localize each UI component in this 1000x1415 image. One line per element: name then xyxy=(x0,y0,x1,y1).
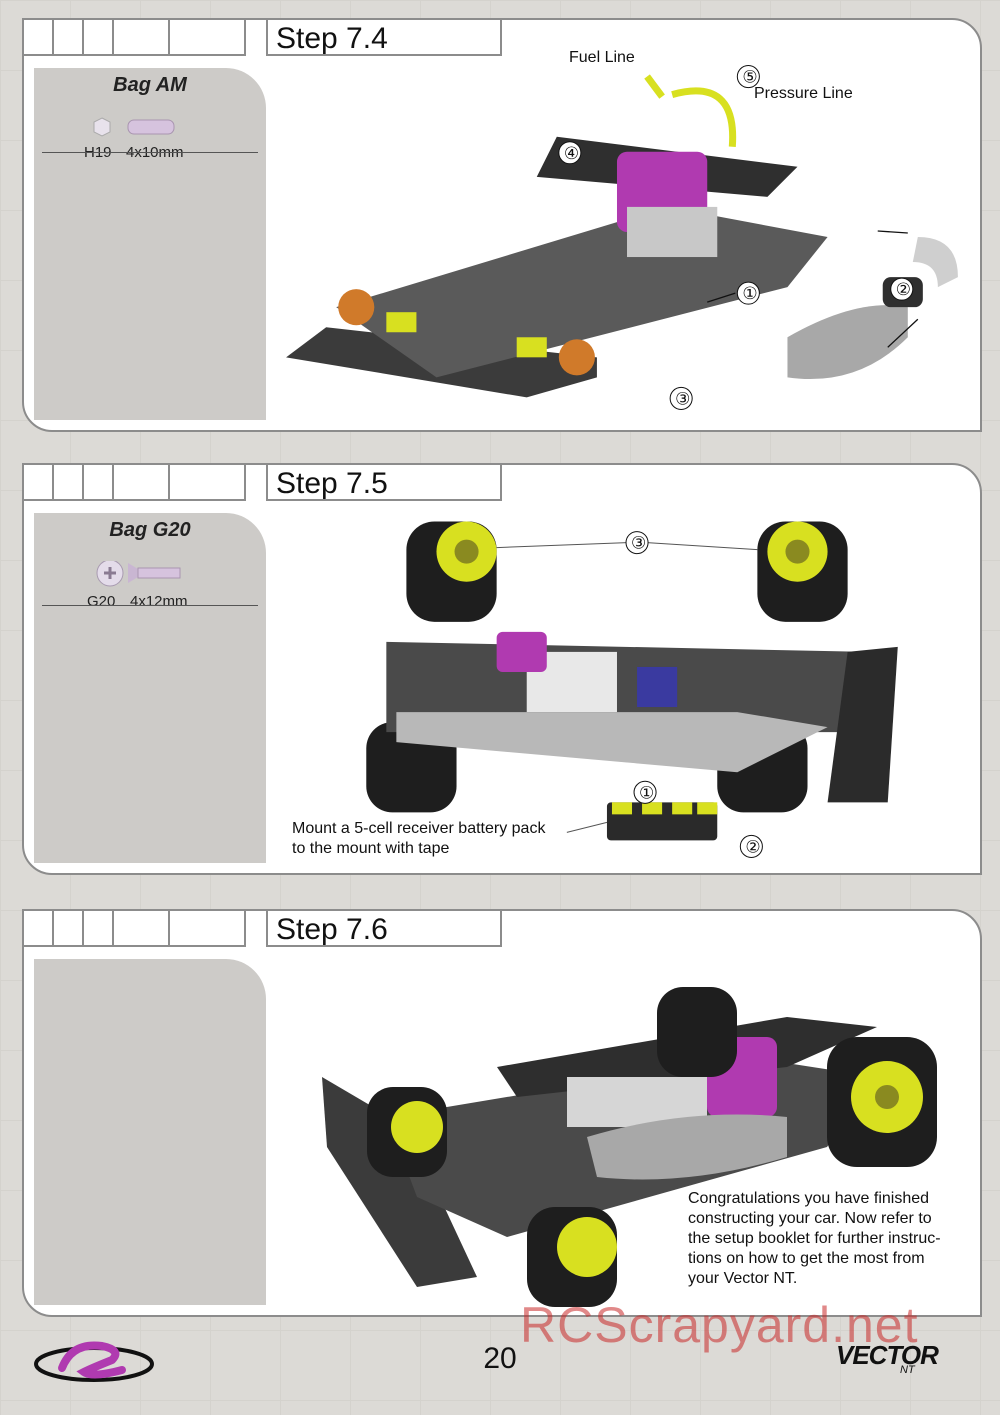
tab-box xyxy=(114,465,170,501)
tab-box xyxy=(84,911,114,947)
part-size: 4x12mm xyxy=(130,593,188,610)
tab-box xyxy=(54,465,84,501)
step-7-6-panel: Step 7.6 Congratulations you have finish… xyxy=(22,909,982,1317)
part-code: G20 xyxy=(87,593,116,610)
brand-logo-text: VECTOR xyxy=(836,1340,939,1370)
assembly-illustration xyxy=(266,947,980,1315)
tab-box xyxy=(24,911,54,947)
step-title: Step 7.4 xyxy=(266,20,502,56)
completion-note-line: constructing your car. Now refer to xyxy=(688,1210,932,1227)
completion-note-line: Congratulations you have finished xyxy=(688,1190,930,1207)
step-7-5-panel: Step 7.5 Bag G20 G20 4x12mm xyxy=(22,463,982,875)
battery-note-line: to the mount with tape xyxy=(292,840,450,857)
completed-car-diagram xyxy=(322,987,937,1307)
callout-1: ① xyxy=(742,284,757,303)
parts-list: H19 4x10mm xyxy=(84,112,254,161)
screw-h19-icon xyxy=(93,117,175,137)
tab-box xyxy=(114,911,170,947)
tab-strip xyxy=(24,465,246,501)
watermark: RCScrapyard.net xyxy=(520,1297,919,1353)
battery-note: Mount a 5-cell receiver battery pack to … xyxy=(292,819,545,859)
chassis-engine-diagram: ① ② ③ ④ ⑤ xyxy=(286,65,958,410)
callout-3: ③ xyxy=(631,534,646,553)
parts-bag-panel: Bag G20 G20 4x12mm xyxy=(34,513,266,863)
parts-list: G20 4x12mm xyxy=(84,559,254,610)
tab-box xyxy=(54,20,84,56)
divider xyxy=(42,605,258,606)
tab-strip xyxy=(24,911,246,947)
completion-note-line: the setup booklet for further instruc- xyxy=(688,1230,941,1247)
step-title: Step 7.5 xyxy=(266,465,502,501)
callout-2: ② xyxy=(896,280,911,299)
assembly-illustration: ③ ① ② xyxy=(266,501,980,873)
tab-box xyxy=(170,911,246,947)
company-logo xyxy=(34,1341,154,1382)
tab-box xyxy=(54,911,84,947)
tab-box xyxy=(114,20,170,56)
assembly-illustration: ① ② ③ ④ ⑤ xyxy=(266,56,980,430)
bag-label: Bag G20 xyxy=(109,519,191,541)
bag-label: Bag AM xyxy=(113,74,187,96)
divider xyxy=(42,152,258,153)
completion-note-line: your Vector NT. xyxy=(688,1270,798,1287)
tab-box xyxy=(170,465,246,501)
pressure-line-label: Pressure Line xyxy=(754,85,853,102)
completion-note-line: tions on how to get the most from xyxy=(688,1250,925,1267)
callout-2: ② xyxy=(745,837,760,856)
tab-box xyxy=(24,20,54,56)
page-number: 20 xyxy=(483,1342,517,1375)
callout-4: ④ xyxy=(564,144,579,163)
brand-logo-subtext: NT xyxy=(900,1364,915,1376)
parts-bag-panel xyxy=(34,959,266,1305)
tab-box xyxy=(84,465,114,501)
callout-5: ⑤ xyxy=(742,68,757,87)
battery-note-line: Mount a 5-cell receiver battery pack xyxy=(292,820,546,837)
fuel-line-label: Fuel Line xyxy=(569,49,635,66)
tab-box xyxy=(24,465,54,501)
screw-g20-icon xyxy=(96,559,181,587)
step-7-4-panel: Step 7.4 Bag AM H19 4x10mm xyxy=(22,18,982,432)
completion-note: Congratulations you have finished constr… xyxy=(688,1189,941,1289)
tab-box xyxy=(170,20,246,56)
tab-box xyxy=(84,20,114,56)
battery-mount-diagram: ③ ① ② xyxy=(366,521,898,858)
parts-bag-panel: Bag AM H19 4x10mm xyxy=(34,68,266,420)
callout-3: ③ xyxy=(675,389,690,408)
tab-strip xyxy=(24,20,246,56)
step-title: Step 7.6 xyxy=(266,911,502,947)
callout-1: ① xyxy=(639,783,654,802)
